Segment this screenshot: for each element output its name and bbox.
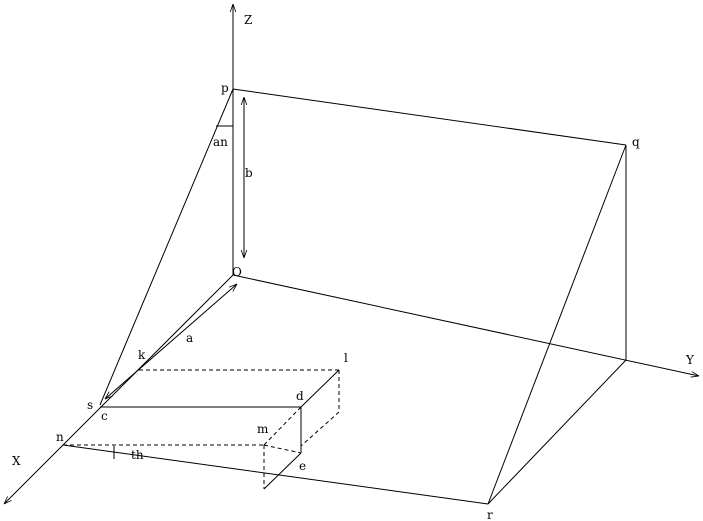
label-l: l <box>344 351 348 365</box>
label-n: n <box>56 430 64 444</box>
x-axis <box>4 274 234 504</box>
label-e: e <box>299 459 306 473</box>
label-d: d <box>296 389 304 403</box>
label-q: q <box>632 135 640 149</box>
label-m: m <box>257 422 269 436</box>
label-a: a <box>186 331 193 345</box>
edge-n-r <box>62 444 489 505</box>
label-an: an <box>213 135 228 149</box>
box-edge-m-d <box>263 406 302 446</box>
label-s: s <box>87 398 93 412</box>
label-axis-x: X <box>12 454 21 468</box>
label-axis-z: Z <box>244 13 252 27</box>
label-p: p <box>221 81 229 95</box>
y-axis <box>232 274 699 376</box>
box-edge-e-bottom <box>263 452 302 490</box>
label-c: c <box>101 409 108 423</box>
label-r: r <box>487 508 493 521</box>
label-origin: O <box>232 265 242 279</box>
box-edge-d-l <box>300 369 340 408</box>
label-th: th <box>131 448 144 462</box>
box-edge-m-e <box>263 444 302 454</box>
label-k: k <box>138 348 146 362</box>
label-axis-y: Y <box>685 353 695 367</box>
box-edge-back-right <box>300 411 340 447</box>
edge-q-r <box>487 144 627 505</box>
dimension-arrow-a <box>105 284 237 399</box>
label-b: b <box>245 166 253 180</box>
edge-y-r <box>487 359 627 505</box>
edge-p-q <box>232 88 627 146</box>
